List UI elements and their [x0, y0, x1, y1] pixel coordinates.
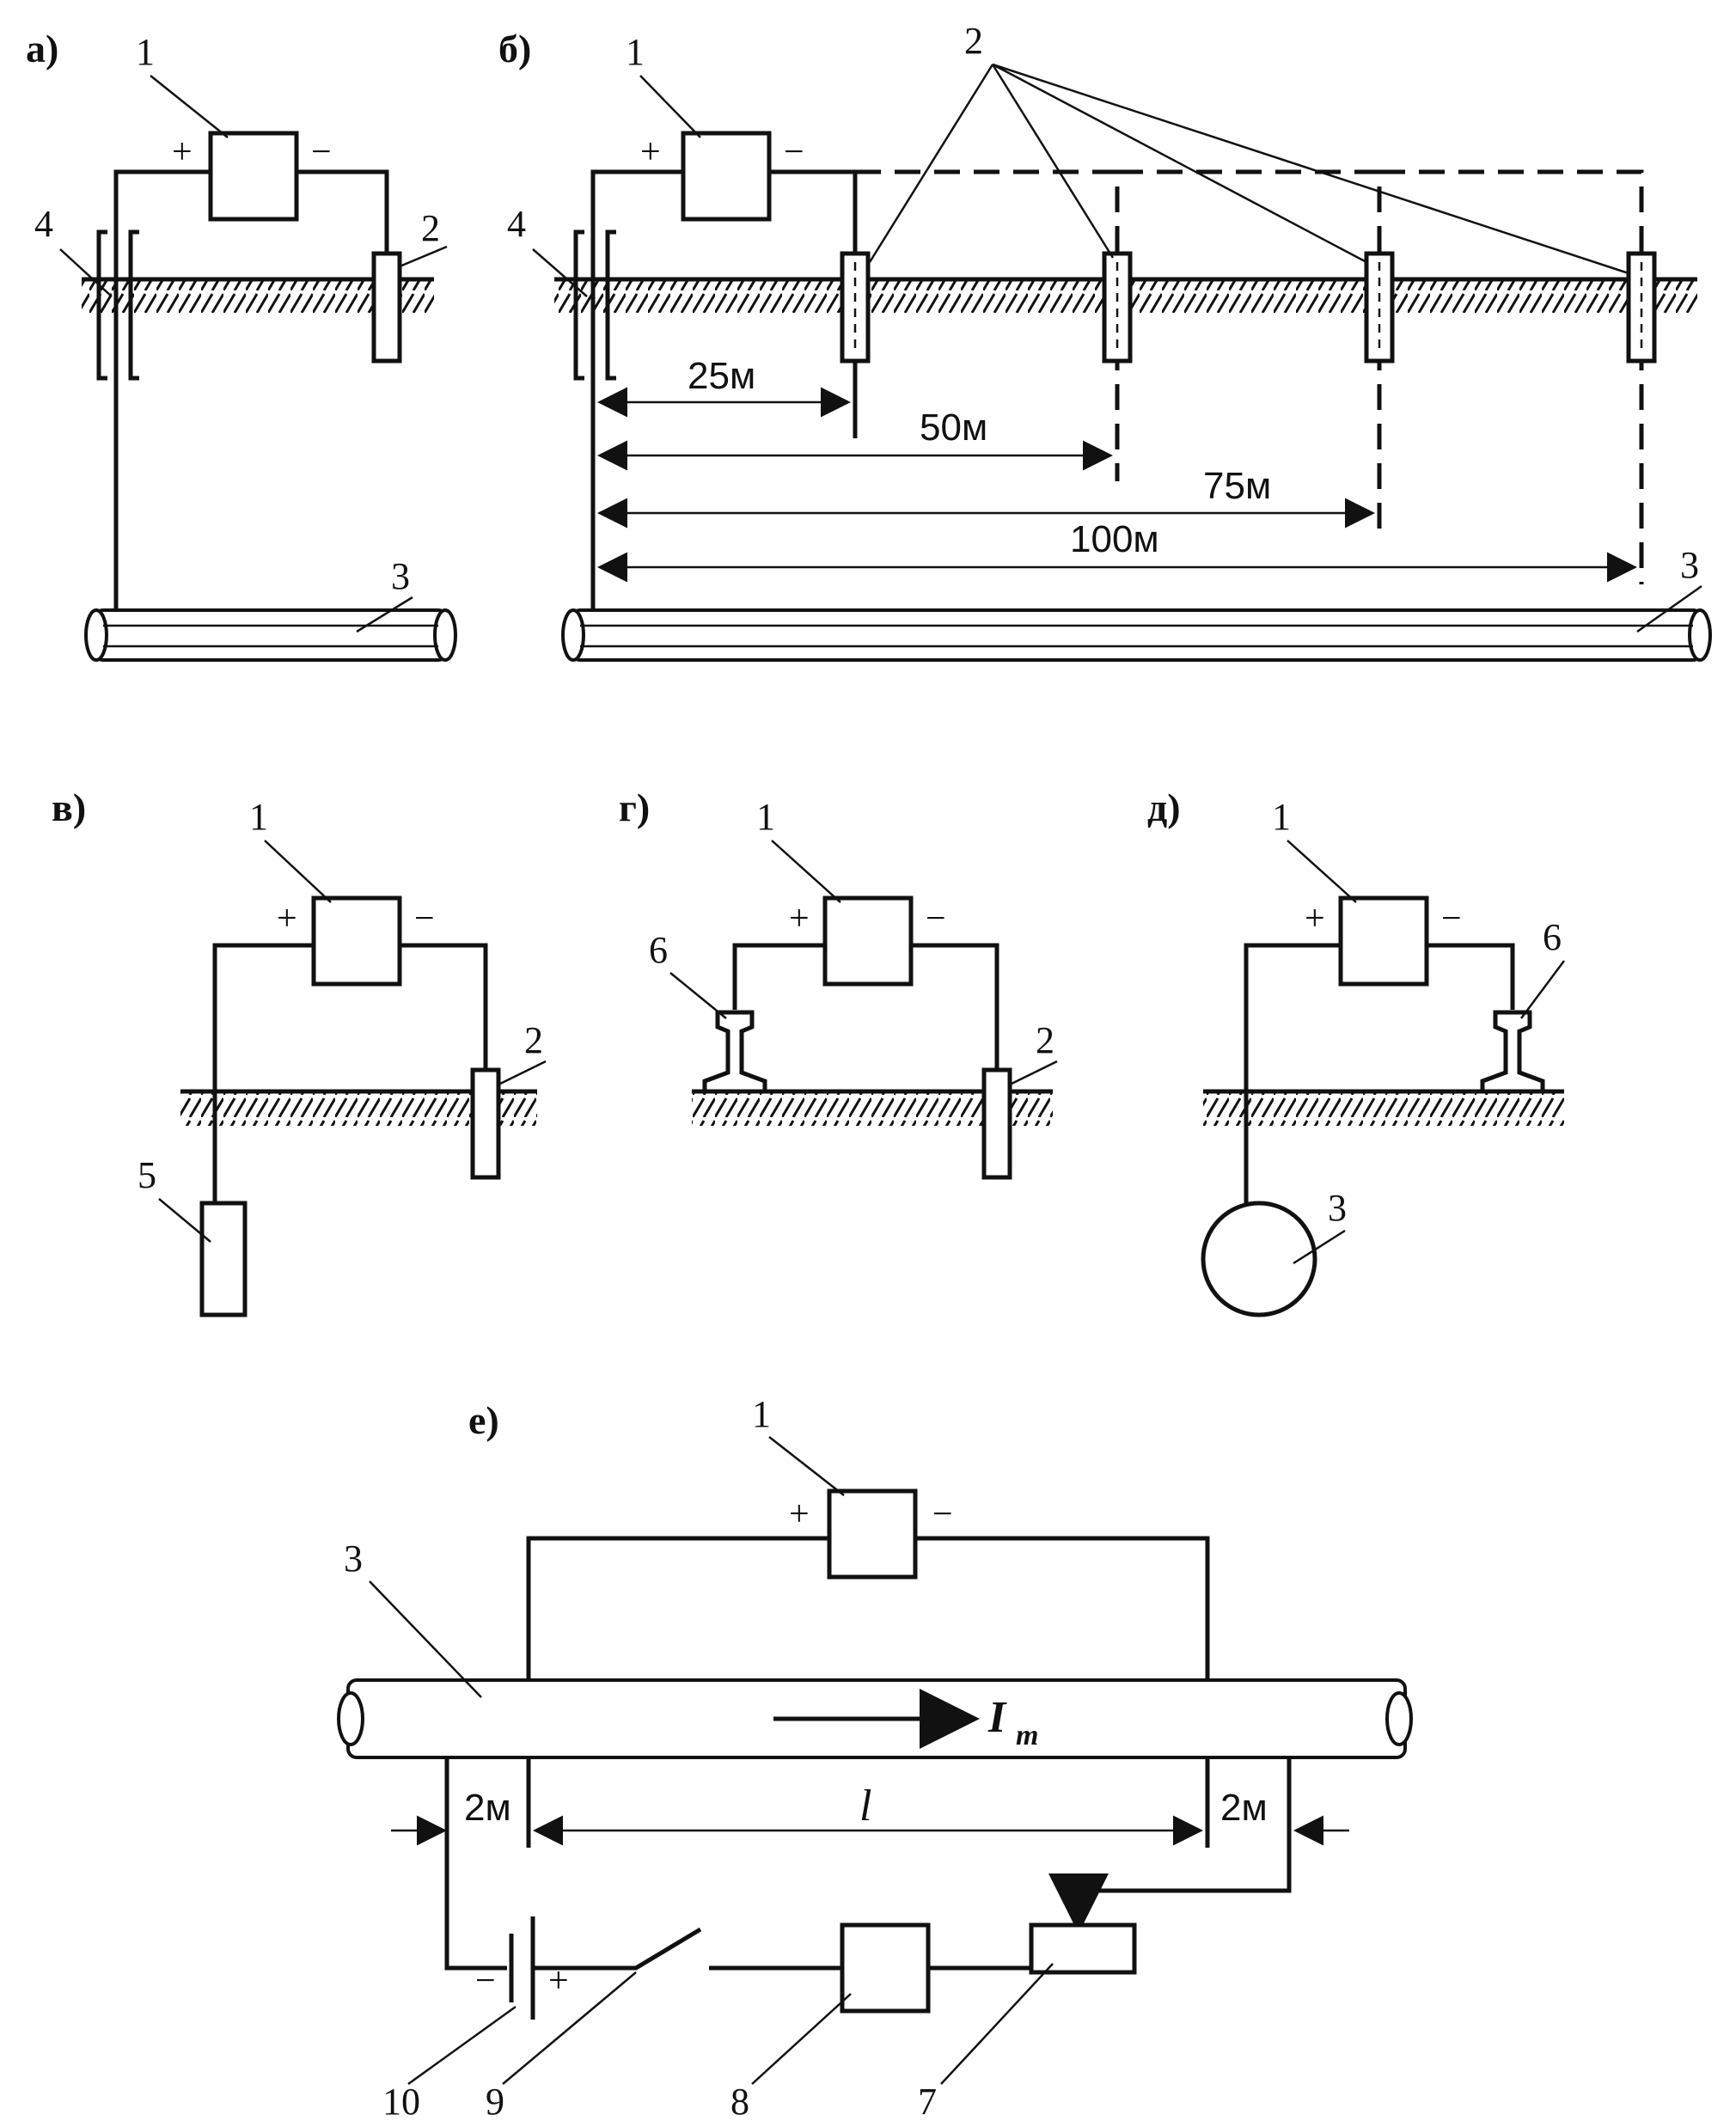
rail-6	[1480, 1010, 1545, 1094]
label-2: 2	[524, 1019, 543, 1061]
minus-sign: −	[311, 132, 332, 172]
label-6: 6	[649, 929, 668, 971]
plus-sign: +	[277, 899, 297, 938]
plus-sign: +	[1305, 899, 1325, 938]
label-9: 9	[486, 2081, 504, 2123]
label-1: 1	[136, 31, 155, 73]
electrode-2	[981, 1067, 1012, 1180]
pipe-cross-section	[1201, 1201, 1317, 1317]
plus-sign: +	[789, 899, 810, 938]
span-length-l: l	[859, 1782, 871, 1831]
label-2: 2	[964, 20, 983, 62]
plus-sign: +	[172, 132, 193, 172]
electrode-2	[1626, 251, 1657, 364]
label-6: 6	[1543, 916, 1562, 958]
meter-box	[1338, 895, 1429, 987]
gap-left-2m: 2м	[464, 1787, 511, 1829]
plus-sign: +	[640, 132, 661, 172]
meter-box	[208, 131, 299, 222]
panel-e: е) 1 + − I т 3 2м 2м l − +	[337, 1393, 1413, 2123]
label-1: 1	[752, 1393, 771, 1435]
meter-box	[311, 895, 402, 987]
electrode-2	[1102, 251, 1133, 364]
device-8	[840, 1922, 931, 2014]
ground-hatch	[1203, 1091, 1564, 1126]
label-1: 1	[756, 796, 775, 838]
electrode-5	[199, 1201, 248, 1317]
dimension-25m: 25м	[688, 355, 755, 397]
current-label: I	[987, 1693, 1007, 1742]
switch-9	[533, 1927, 702, 1971]
label-2: 2	[1036, 1019, 1054, 1061]
label-4: 4	[34, 203, 53, 245]
panel-d-label: д)	[1147, 785, 1181, 829]
dimension-50m: 50м	[920, 406, 987, 449]
dimension-75m: 75м	[1203, 465, 1271, 507]
panel-e-label: е)	[468, 1398, 499, 1442]
dimension-100m: 100м	[1070, 518, 1159, 560]
label-5: 5	[138, 1154, 156, 1196]
rail-6	[702, 1010, 767, 1094]
label-1: 1	[1272, 796, 1291, 838]
panel-a-label: а)	[26, 27, 58, 70]
meter-box	[827, 1488, 918, 1580]
meter-box	[822, 895, 914, 987]
panel-v: в) 1 + − 2 5	[52, 785, 547, 1317]
panel-b-label: б)	[498, 27, 531, 70]
label-8: 8	[730, 2081, 749, 2123]
panel-g-label: г)	[619, 785, 650, 829]
label-3: 3	[1328, 1187, 1347, 1229]
plus-sign: +	[548, 1961, 569, 2001]
panel-a: а) 1 + − 4 2 3	[26, 27, 457, 662]
gap-right-2m: 2м	[1220, 1787, 1268, 1829]
rheostat-7	[1029, 1922, 1137, 1975]
minus-sign: −	[932, 1494, 953, 1534]
plus-sign: +	[789, 1494, 810, 1534]
meter-box	[681, 131, 772, 222]
minus-sign: −	[414, 899, 435, 938]
minus-sign: −	[784, 132, 804, 172]
label-7: 7	[918, 2081, 937, 2123]
pipeline	[570, 608, 1703, 662]
minus-sign: −	[475, 1961, 496, 2001]
pipeline	[93, 608, 449, 662]
electrode-2	[371, 251, 402, 364]
label-3: 3	[344, 1537, 363, 1580]
panel-v-label: в)	[52, 785, 86, 829]
label-3: 3	[391, 555, 410, 597]
label-3: 3	[1680, 544, 1699, 586]
minus-sign: −	[1441, 899, 1462, 938]
electrode-2	[470, 1067, 501, 1180]
panel-g: г) 1 + − 6 2	[619, 785, 1058, 1180]
label-4: 4	[507, 203, 526, 245]
label-1: 1	[249, 796, 268, 838]
current-subscript: т	[1016, 1720, 1038, 1751]
panel-d: д) 1 + − 6 3	[1147, 785, 1566, 1317]
label-1: 1	[626, 31, 645, 73]
minus-sign: −	[926, 899, 946, 938]
label-2: 2	[421, 207, 440, 249]
label-10: 10	[382, 2081, 420, 2123]
panel-b: б) 1 + − 4 2 25м	[498, 20, 1712, 662]
